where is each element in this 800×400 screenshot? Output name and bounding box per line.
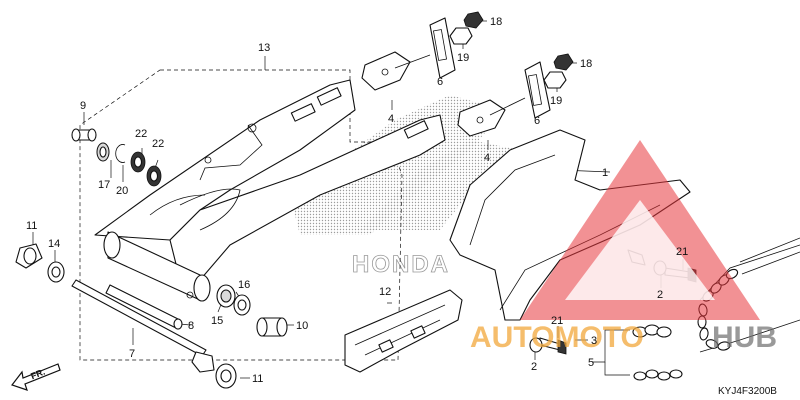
callout-labels: 1 2 2 3 4 4 5 6 6 7 8 9 10 11 11 12 13 1… (26, 16, 688, 385)
honda-wing-logo: HONDA (290, 95, 520, 278)
needle-bearing-22b (146, 165, 162, 187)
callout-21-upper: 21 (676, 246, 688, 258)
pivot-tube (103, 231, 211, 302)
callout-19-upper: 19 (457, 52, 469, 64)
circlip-20 (115, 144, 126, 163)
callout-7: 7 (129, 348, 135, 360)
watermark-text-right: HUB (712, 321, 777, 354)
callout-12: 12 (379, 286, 391, 298)
washer-2b (529, 337, 543, 353)
callout-6-right: 6 (534, 115, 540, 127)
pivot-shaft-8 (105, 284, 183, 330)
callout-3: 3 (591, 335, 597, 347)
swingarm-body (94, 79, 446, 281)
callout-1: 1 (602, 167, 608, 179)
master-link-kit-5 (632, 324, 683, 381)
callout-19-lower: 19 (550, 95, 562, 107)
callout-22-lower: 22 (152, 138, 164, 150)
chain-slider-12 (344, 289, 463, 373)
diagram-code: KYJ4F3200B (718, 386, 777, 397)
callout-2-upper: 2 (657, 289, 663, 301)
callout-20: 20 (116, 185, 128, 197)
pivot-collar-9 (71, 128, 97, 142)
callout-4-right: 4 (484, 152, 490, 164)
front-marker-text: FR. (29, 367, 46, 382)
washer-11b (215, 363, 237, 389)
dust-seal-17 (96, 142, 110, 162)
lock-nut-19a (449, 27, 473, 45)
callout-6-left: 6 (437, 76, 443, 88)
callout-9: 9 (80, 100, 86, 112)
callout-18-lower: 18 (580, 58, 592, 70)
callout-22-upper: 22 (135, 128, 147, 140)
nut-18b (553, 53, 574, 71)
pivot-collar-14 (47, 261, 65, 283)
callout-8: 8 (188, 320, 194, 332)
callout-10: 10 (296, 320, 308, 332)
collar-10 (256, 317, 288, 337)
front-arrow-icon (11, 363, 61, 391)
honda-logo-text: HONDA (352, 251, 450, 278)
adjuster-plate-6a (429, 17, 456, 79)
pivot-nut-11 (15, 243, 43, 269)
callout-21-lower: 21 (551, 315, 563, 327)
nut-18a (463, 11, 484, 29)
callout-13: 13 (258, 42, 270, 54)
pivot-bolt-7 (71, 279, 215, 373)
callout-11-lower: 11 (252, 373, 263, 385)
adjuster-plate-6b (524, 61, 551, 119)
callout-2-lower: 2 (531, 361, 537, 373)
callout-18-upper: 18 (490, 16, 502, 28)
lock-nut-19b (543, 71, 567, 89)
chain-adjuster-4b (457, 97, 526, 137)
watermark-text-left: AUTOMOTO (470, 321, 644, 354)
callout-4-left: 4 (388, 113, 394, 125)
watermark-triangle-inner (565, 200, 715, 300)
bearing-15 (216, 284, 236, 308)
bolt-21b (539, 337, 567, 355)
callout-17: 17 (98, 179, 110, 191)
front-direction-marker: FR. (11, 363, 61, 391)
callout-16: 16 (238, 279, 250, 291)
chain-adjuster-4a (361, 51, 431, 91)
callout-15: 15 (211, 315, 223, 327)
callout-11-upper: 11 (26, 220, 37, 232)
watermark: AUTOMOTO HUB (470, 140, 777, 354)
callout-5: 5 (588, 357, 594, 369)
needle-bearing-22a (130, 151, 146, 173)
callout-14: 14 (48, 238, 60, 250)
dust-seal-16 (233, 294, 251, 316)
